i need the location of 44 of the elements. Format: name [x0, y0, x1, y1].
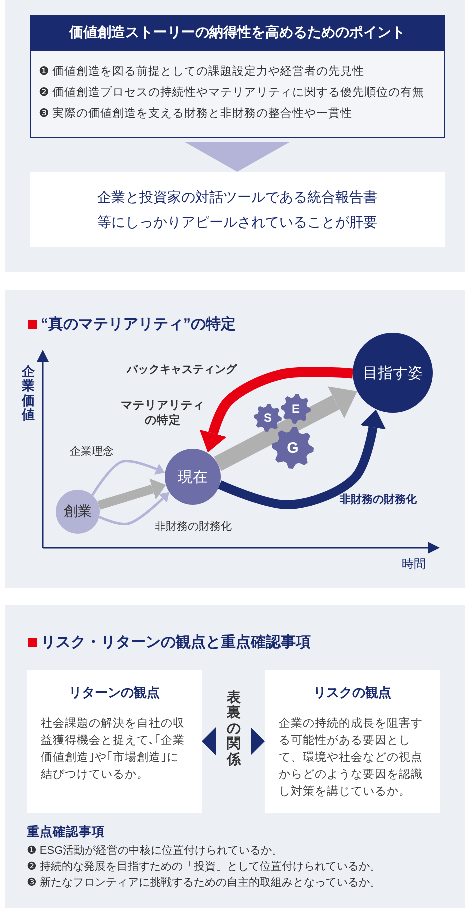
section-title: リスク・リターンの観点と重点確認事項	[41, 633, 311, 652]
block-arrow	[214, 386, 358, 472]
gear-letter: G	[287, 440, 299, 456]
gear-shape	[272, 427, 314, 469]
curved-arrow	[200, 367, 354, 453]
conclusion-box	[30, 172, 445, 247]
edge-label: 非財務の財務化	[155, 520, 233, 534]
curved-arrow	[218, 410, 386, 510]
edge-label: バックキャスティング	[127, 363, 238, 377]
edge-label: 非財務の財務化	[340, 492, 418, 507]
edge-label: 企業理念	[70, 445, 115, 459]
point-item: ❷ 価値創造プロセスの持続性やマテリアリティに関する優先順位の有無	[38, 85, 426, 101]
box-body: 企業の持続的成長を阻害する可能性がある要因として、環境や社会などの視点からどのような要因を認識し対策を講じているか。	[279, 716, 424, 800]
arrow	[98, 478, 166, 510]
box-body: 社会課題の解決を自社の収益獲得機会と捉えて､｢企業価値創造｣や｢市場創造｣に結びつけているか。	[41, 716, 186, 783]
stage-label: 創業	[64, 503, 92, 521]
stage-label: 目指す姿	[363, 364, 423, 382]
card-heading: 価値創造ストーリーの納得性を高めるためのポイント	[30, 15, 445, 51]
viewpoint-box	[27, 670, 202, 813]
conclusion-text: 企業と投資家の対話ツールである統合報告書等にしっかりアピールされていることが肝要	[96, 188, 378, 232]
gear-letter: E	[292, 402, 300, 416]
curved-arrow	[91, 460, 166, 496]
gear-shape	[281, 394, 311, 424]
axis-label: 企業価値	[22, 365, 35, 422]
annotation-text: マテリアリティの特定	[120, 399, 206, 428]
axis-label: 時間	[402, 556, 426, 573]
check-item: ❶ ESG活動が経営の中核に位置付けられているか。	[27, 844, 284, 858]
section-title: “真のマテリアリティ”の特定	[41, 315, 236, 334]
points-card	[30, 15, 445, 138]
gear-shape	[254, 404, 282, 432]
edge-label: 表裏の関係	[227, 690, 241, 767]
chevron-arrow	[184, 142, 290, 172]
double-arrow	[202, 728, 265, 756]
check-item: ❷ 持続的な発展を目指すための「投資」として位置付けられているか。	[27, 860, 381, 874]
box-heading: リスクの観点	[312, 684, 392, 702]
point-item: ❸ 実際の価値創造を支える財務と非財務の整合性や一貫性	[38, 106, 354, 122]
stage-label: 現在	[178, 468, 208, 486]
gear-letter: S	[264, 411, 272, 425]
curved-arrow	[98, 492, 170, 526]
viewpoint-box	[265, 670, 440, 813]
check-item: ❸ 新たなフロンティアに挑戦するための自主的取組みとなっているか。	[27, 876, 381, 890]
subheading: 重点確認事項	[27, 824, 105, 841]
box-heading: リターンの観点	[68, 684, 161, 702]
point-item: ❶ 価値創造を図る前提としての課題設定力や経営者の先見性	[38, 64, 366, 80]
